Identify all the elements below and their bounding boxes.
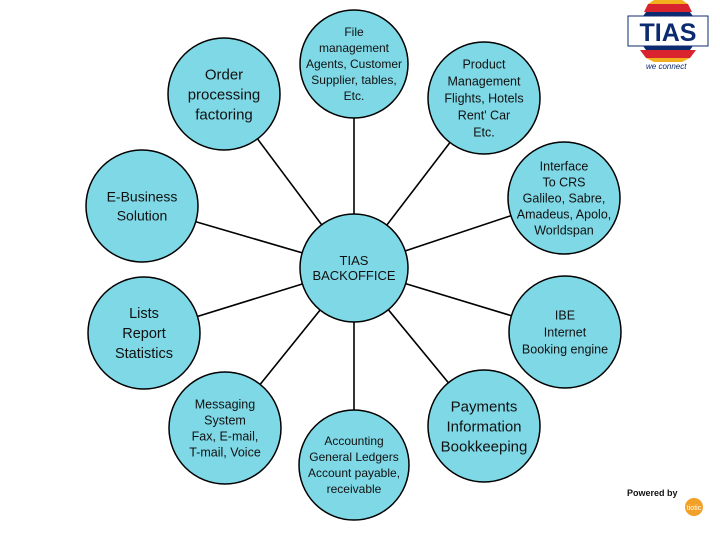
node-lists-report-label-line: Lists	[129, 306, 159, 322]
node-ibe-label-line: IBE	[555, 308, 575, 322]
node-interface-crs-circle	[507, 141, 621, 255]
powered-by: Powered by tiotic	[624, 488, 714, 520]
node-lists-report-label-line: Report	[122, 326, 166, 342]
node-accounting-circle	[298, 409, 410, 521]
node-e-business-circle	[85, 149, 199, 263]
node-order-processing: Order processing factoring	[167, 37, 281, 151]
node-interface-crs-label-line: Worldspan	[534, 223, 594, 237]
node-accounting-label-line: General Ledgers	[309, 450, 398, 464]
node-center-tias-backoffice-label-line: TIAS	[340, 253, 369, 268]
node-product-management-label-line: Etc.	[473, 125, 495, 139]
node-order-processing-label-line: processing	[188, 86, 261, 103]
node-interface-crs-label-line: Galileo, Sabre,	[523, 191, 606, 205]
node-accounting-label-line: Accounting	[324, 434, 383, 448]
diagram-nodes: Order processing factoring File managementAg…	[85, 9, 622, 521]
node-e-business-label-line: E-Business	[107, 188, 178, 204]
node-messaging-label-line: Fax, E-mail,	[192, 429, 259, 443]
node-file-management-circle	[299, 9, 409, 119]
node-payments-label-line: Bookkeeping	[441, 438, 528, 455]
logo-text: TIAS	[640, 19, 697, 47]
node-order-processing-label-line: Order	[205, 66, 243, 83]
node-file-management-label-line: management	[319, 41, 390, 55]
node-interface-crs: Interface To CRS Galileo, Sabre, Amadeus, A…	[507, 141, 621, 255]
node-product-management-label-line: Product	[462, 57, 506, 71]
node-center-tias-backoffice-circle	[299, 213, 409, 323]
node-order-processing-circle	[167, 37, 281, 151]
node-payments-label-line: Payments	[451, 398, 518, 415]
node-product-management-label-line: Rent' Car	[458, 108, 510, 122]
node-interface-crs-label-line: Interface	[540, 159, 589, 173]
tias-logo-mark: TIAS	[627, 0, 709, 62]
node-ibe-label-line: Internet	[544, 325, 587, 339]
node-lists-report-label-line: Statistics	[115, 346, 173, 362]
node-messaging-label-line: T-mail, Voice	[189, 445, 261, 459]
logo-tagline: we connect	[646, 62, 687, 71]
node-file-management-label-line: Agents, Customer	[306, 57, 402, 71]
node-payments-label-line: Information	[446, 418, 521, 435]
node-accounting-label-line: Account payable,	[308, 466, 400, 480]
node-order-processing-label-line: factoring	[195, 106, 253, 123]
node-center-tias-backoffice-label-line: BACKOFFICE	[312, 268, 395, 283]
powered-by-badge: tiotic	[685, 498, 703, 516]
node-messaging-label-line: System	[204, 413, 246, 427]
node-file-management-label-line: Supplier, tables,	[311, 73, 396, 87]
powered-by-label: Powered by	[627, 488, 678, 498]
node-interface-crs-label-line: To CRS	[542, 175, 585, 189]
node-file-management-label-line: Etc.	[344, 89, 365, 103]
powered-by-badge-text: tiotic	[687, 505, 702, 512]
node-accounting-label-line: receivable	[327, 482, 382, 496]
node-product-management-label-line: Management	[448, 74, 521, 88]
node-e-business-label-line: Solution	[117, 207, 168, 223]
node-lists-report-circle	[87, 276, 201, 390]
node-payments-circle	[427, 369, 541, 483]
node-ibe-circle	[508, 275, 622, 389]
node-product-management-label-line: Flights, Hotels	[444, 91, 523, 105]
node-file-management-label-line: File	[344, 25, 364, 39]
tias-logo: TIAS we connect	[624, 0, 714, 78]
node-messaging-label-line: Messaging	[195, 397, 255, 411]
node-interface-crs-label-line: Amadeus, Apolo,	[517, 207, 612, 221]
node-product-management-circle	[427, 41, 541, 155]
node-ibe-label-line: Booking engine	[522, 342, 608, 356]
node-messaging-circle	[168, 371, 282, 485]
